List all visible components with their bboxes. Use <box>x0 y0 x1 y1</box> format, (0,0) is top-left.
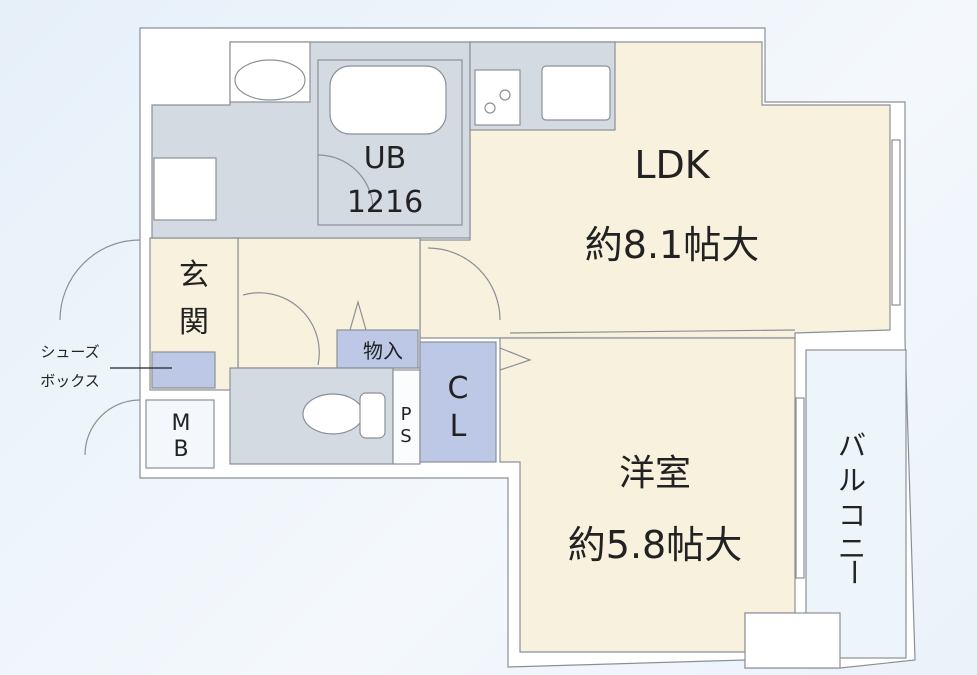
shoebox <box>151 351 216 389</box>
bath-size: 1216 <box>347 185 423 220</box>
mb-closet <box>145 399 215 469</box>
burner-icon <box>484 102 496 114</box>
bath-name: UB <box>364 141 407 176</box>
door-swing <box>317 154 374 211</box>
storage-label: 物入 <box>363 339 403 363</box>
partition <box>509 329 796 334</box>
stove <box>474 69 521 126</box>
ldk-size: 約8.1帖大 <box>585 223 759 267</box>
mb-label: M <box>172 411 191 436</box>
storage-closet <box>336 329 419 369</box>
closet-label: C <box>448 371 469 406</box>
balcony-label: ー <box>837 558 870 586</box>
shoebox-label: シューズ <box>40 343 99 361</box>
sliding-door <box>349 299 367 331</box>
entrance-label: 関 <box>179 305 209 340</box>
washing-machine-space <box>153 157 217 221</box>
closet-cl <box>419 341 497 463</box>
toilet <box>302 393 364 435</box>
bathtub <box>329 65 447 135</box>
balcony-label: ニ <box>838 532 866 565</box>
balcony-area <box>805 349 907 659</box>
balcony-label: ル <box>838 464 866 497</box>
bay-notch <box>744 612 841 669</box>
western-name: 洋室 <box>619 453 691 494</box>
door-swing <box>84 399 141 456</box>
entrance-label: 玄 <box>179 258 209 293</box>
ps-label: S <box>400 426 411 447</box>
window <box>891 139 901 306</box>
western-size: 約5.8帖大 <box>568 523 742 567</box>
balcony-label: コ <box>838 499 866 532</box>
pipe-space <box>392 369 421 465</box>
ldk-name: LDK <box>634 143 710 187</box>
ps-label: P <box>401 404 412 425</box>
mb-label: B <box>173 437 188 462</box>
shoebox-label: ボックス <box>40 372 100 390</box>
door-swing <box>242 292 320 366</box>
western-room-floor <box>499 337 796 653</box>
balcony-label: バ <box>838 429 866 462</box>
window <box>795 397 805 579</box>
door-swing <box>59 239 141 321</box>
sink <box>541 65 611 121</box>
sliding-door <box>499 347 532 371</box>
burner-icon <box>499 89 511 101</box>
toilet-tank <box>359 392 386 439</box>
closet-label: L <box>450 409 467 444</box>
door-swing <box>427 247 501 321</box>
washbasin <box>234 59 306 101</box>
